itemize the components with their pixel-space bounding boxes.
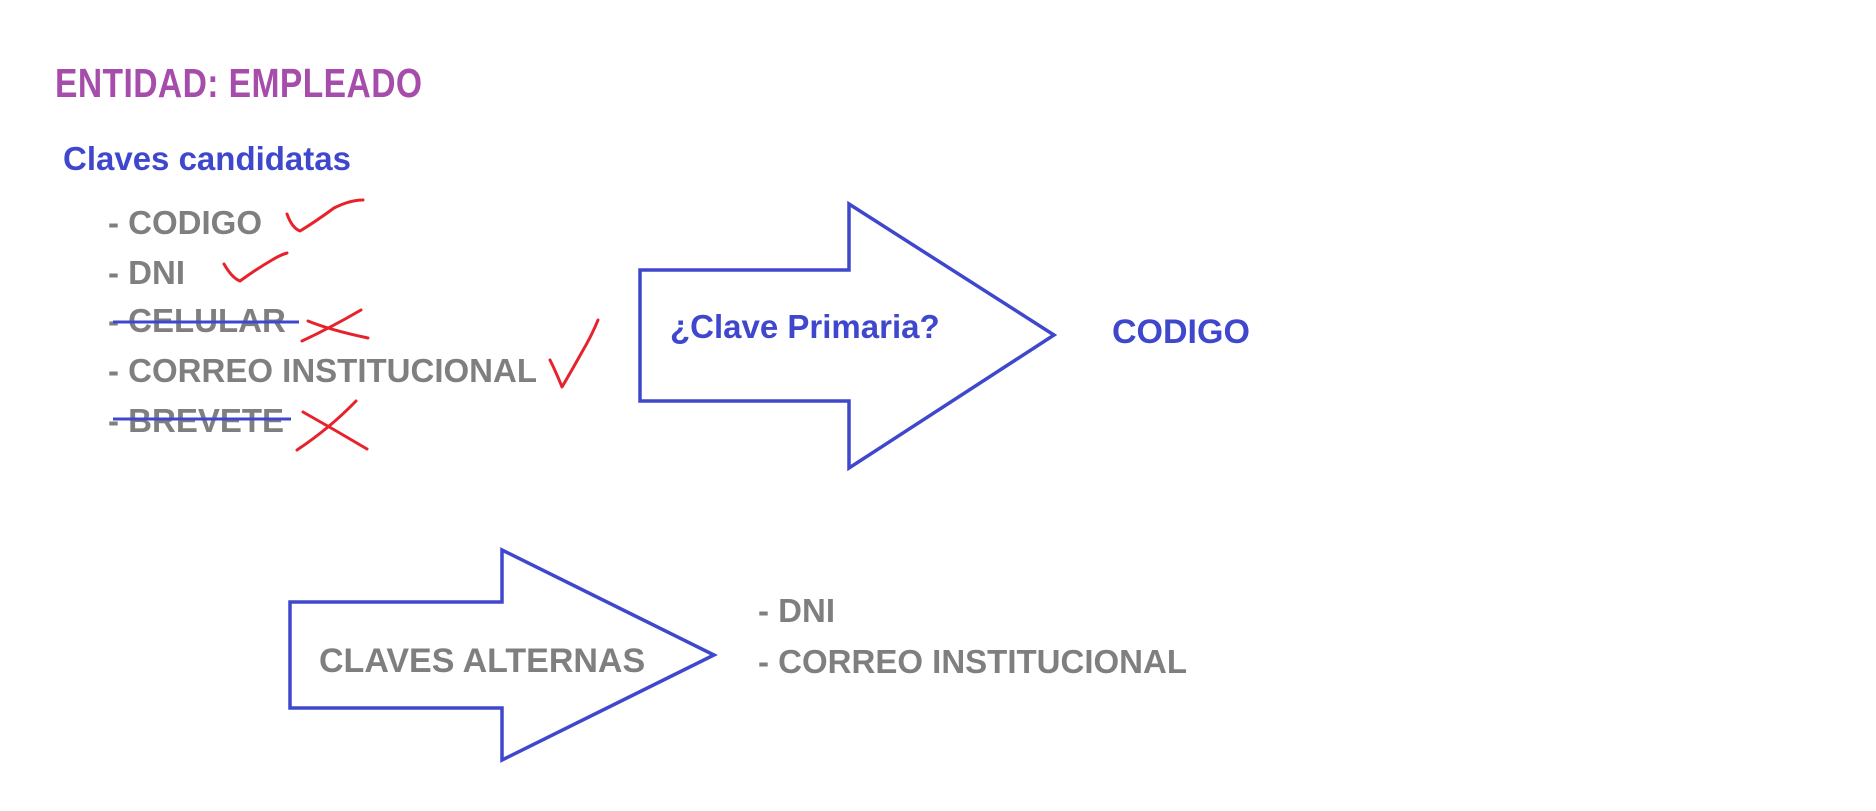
primary-key-question: ¿Clave Primaria? (670, 308, 940, 345)
entity-title: ENTIDAD: EMPLEADO (55, 60, 423, 106)
alternate-keys-label: CLAVES ALTERNAS (319, 642, 646, 680)
alternate-key-correo: - CORREO INSTITUCIONAL (758, 643, 1187, 680)
alternate-keys-arrow (288, 547, 718, 763)
cross-mark-icon (295, 399, 358, 452)
check-mark-icon (548, 318, 600, 389)
cross-mark-icon (301, 410, 369, 451)
primary-key-result: CODIGO (1112, 313, 1250, 351)
cross-mark-icon (306, 319, 370, 340)
check-mark-icon (222, 251, 289, 283)
cross-mark-icon (300, 308, 363, 343)
alternate-key-dni: - DNI (758, 592, 835, 629)
candidate-keys-heading: Claves candidatas (63, 140, 351, 177)
primary-key-arrow (638, 200, 1058, 472)
candidate-key-dni: - DNI (108, 254, 185, 291)
check-mark-icon (285, 198, 365, 233)
candidate-key-codigo: - CODIGO (108, 204, 262, 241)
candidate-key-correo: - CORREO INSTITUCIONAL (108, 352, 537, 389)
